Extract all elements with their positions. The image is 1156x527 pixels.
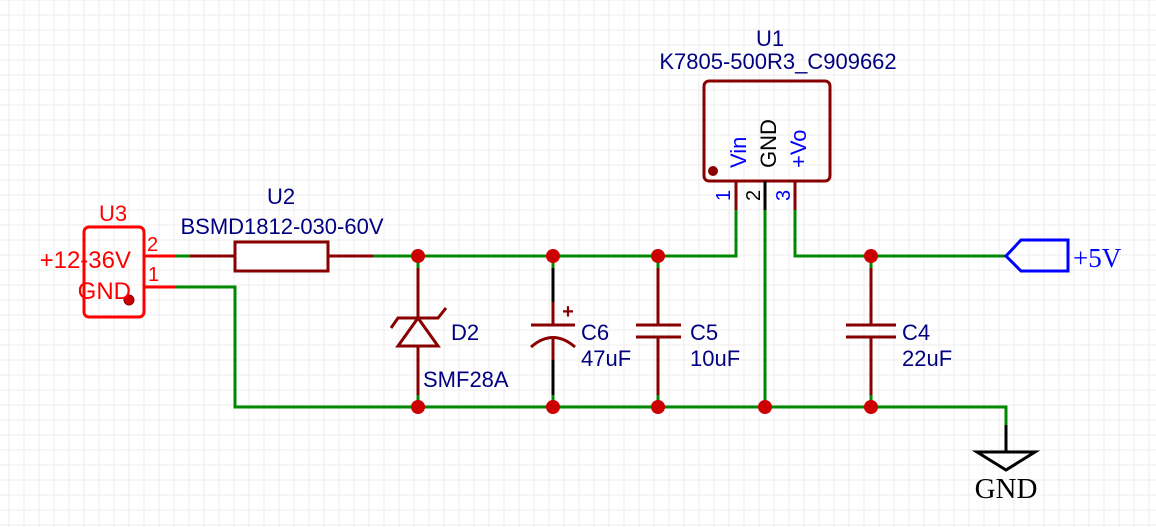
d2-value: SMF28A bbox=[423, 367, 509, 392]
u1-pin3-name: +Vo bbox=[786, 129, 811, 168]
u3-body bbox=[82, 225, 146, 319]
u1-pin2-name: GND bbox=[756, 119, 781, 168]
capacitor-c6[interactable]: + C6 47uF bbox=[530, 268, 631, 395]
junction-dot[interactable] bbox=[864, 400, 878, 414]
net-flag-5v[interactable]: +5V bbox=[1003, 238, 1122, 273]
junction-dot[interactable] bbox=[651, 400, 665, 414]
u1-body bbox=[702, 79, 832, 183]
junction-dot[interactable] bbox=[411, 249, 425, 263]
gnd-label: GND bbox=[975, 473, 1038, 505]
wire-vin-bus[interactable] bbox=[373, 210, 738, 258]
junction-dot[interactable] bbox=[758, 400, 772, 414]
u3-pin1-name: GND bbox=[78, 278, 131, 305]
junction-dot[interactable] bbox=[546, 249, 560, 263]
junction-dot[interactable] bbox=[651, 249, 665, 263]
u1-pin1-marker bbox=[708, 166, 718, 176]
u2-ref: U2 bbox=[267, 184, 295, 209]
u1-pin3-number: 3 bbox=[773, 190, 795, 201]
tvs-diode-d2[interactable]: D2 SMF28A bbox=[389, 268, 509, 395]
junctions bbox=[411, 249, 878, 414]
d2-triangle bbox=[395, 315, 441, 348]
net-flag-label: +5V bbox=[1073, 243, 1122, 273]
u3-pin1-marker bbox=[123, 294, 135, 306]
junction-dot[interactable] bbox=[546, 400, 560, 414]
u3-pin2-number: 2 bbox=[147, 234, 158, 256]
wire-gnd-input[interactable] bbox=[175, 285, 1008, 425]
capacitor-c5[interactable]: C5 10uF bbox=[636, 268, 740, 395]
u2-value: BSMD1812-030-60V bbox=[180, 214, 383, 239]
c6-value: 47uF bbox=[581, 346, 631, 371]
c6-ref: C6 bbox=[581, 320, 609, 345]
connector-u3[interactable]: U3 2 1 +12-36V GND bbox=[40, 201, 175, 319]
junction-dot[interactable] bbox=[411, 400, 425, 414]
wire-5v-bus[interactable] bbox=[793, 210, 1006, 258]
fuse-u2[interactable]: U2 BSMD1812-030-60V bbox=[180, 184, 384, 273]
u1-pin1-name: Vin bbox=[726, 137, 751, 168]
ground-symbol[interactable]: GND bbox=[971, 425, 1041, 505]
junction-dot[interactable] bbox=[864, 249, 878, 263]
gnd-triangle bbox=[971, 450, 1041, 472]
capacitor-c4[interactable]: C4 22uF bbox=[846, 268, 952, 395]
c5-ref: C5 bbox=[690, 320, 718, 345]
u3-pin1-number: 1 bbox=[148, 264, 159, 286]
u3-pin2-name: +12-36V bbox=[40, 247, 131, 274]
c6-polarity-mark: + bbox=[562, 301, 574, 323]
u1-ref: U1 bbox=[756, 26, 784, 51]
d2-ref: D2 bbox=[451, 320, 479, 345]
d2-bar bbox=[389, 307, 448, 329]
u3-ref: U3 bbox=[99, 201, 127, 226]
net-flag-shape bbox=[1003, 238, 1070, 273]
u1-pin1-number: 1 bbox=[713, 190, 735, 201]
c5-value: 10uF bbox=[690, 346, 740, 371]
u1-pin2-number: 2 bbox=[743, 190, 765, 201]
c4-value: 22uF bbox=[902, 346, 952, 371]
u2-body bbox=[233, 240, 330, 273]
u1-value: K7805-500R3_C909662 bbox=[659, 49, 896, 74]
regulator-u1[interactable]: U1 K7805-500R3_C909662 Vin GND +Vo 1 2 3 bbox=[659, 26, 897, 210]
c4-ref: C4 bbox=[902, 320, 930, 345]
